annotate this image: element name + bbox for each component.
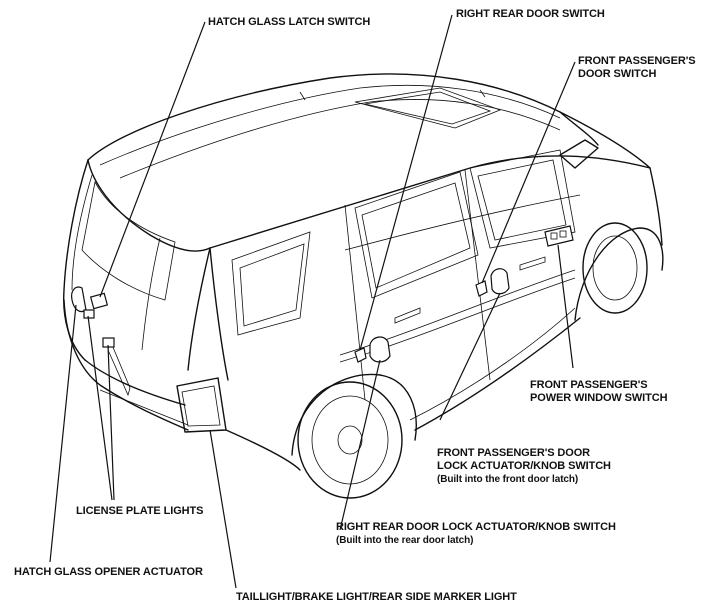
leader-front-passenger-door-switch	[481, 61, 576, 284]
label-front-door-lock-note: (Built into the front door latch)	[437, 474, 579, 485]
leader-right-rear-door-switch	[359, 14, 453, 351]
label-rear-door-lock-line1: RIGHT REAR DOOR LOCK ACTUATOR/KNOB SWITC…	[336, 521, 616, 533]
label-front-passenger-door-switch: FRONT PASSENGER'S DOOR SWITCH	[578, 55, 696, 81]
leader-license-plate-light-left	[87, 315, 113, 501]
label-front-door-lock-line2: LOCK ACTUATOR/KNOB SWITCH	[437, 460, 611, 472]
label-license-plate-lights: LICENSE PLATE LIGHTS	[76, 505, 204, 517]
front-passenger-power-window-switch-part	[544, 225, 574, 247]
leader-front-passenger-door-lock-actuator	[439, 292, 501, 421]
right-rear-door-switch-part	[354, 347, 367, 363]
label-front-passenger-door-switch-line2: DOOR SWITCH	[578, 68, 657, 80]
label-rear-door-lock-note: (Built into the rear door latch)	[336, 535, 474, 546]
hatch-glass-latch-switch-part	[89, 292, 109, 310]
label-front-passenger-door-switch-line1: FRONT PASSENGER'S	[578, 55, 696, 67]
label-power-window-line2: POWER WINDOW SWITCH	[530, 392, 668, 404]
leader-front-passenger-power-window-switch	[557, 244, 574, 369]
license-plate-light-part-left	[83, 309, 95, 319]
leader-hatch-glass-opener-actuator	[49, 304, 77, 563]
label-taillight-brake-light: TAILLIGHT/BRAKE LIGHT/REAR SIDE MARKER L…	[236, 591, 517, 603]
leader-hatch-glass-latch-switch	[99, 21, 206, 298]
label-hatch-glass-latch-switch: HATCH GLASS LATCH SWITCH	[208, 16, 371, 28]
vehicle-outline	[62, 73, 664, 499]
leader-license-plate-light-right	[107, 344, 115, 501]
leader-taillight	[209, 429, 237, 589]
label-hatch-glass-opener-actuator: HATCH GLASS OPENER ACTUATOR	[14, 566, 203, 578]
label-right-rear-door-switch: RIGHT REAR DOOR SWITCH	[456, 8, 605, 20]
label-power-window-line1: FRONT PASSENGER'S	[530, 379, 648, 391]
front-passenger-door-switch-part	[475, 280, 488, 297]
label-front-door-lock-line1: FRONT PASSENGER'S DOOR	[437, 447, 591, 459]
leader-right-rear-door-lock-actuator	[339, 359, 381, 531]
label-front-passenger-power-window-switch: FRONT PASSENGER'S POWER WINDOW SWITCH	[530, 379, 668, 405]
label-right-rear-door-lock-actuator: RIGHT REAR DOOR LOCK ACTUATOR/KNOB SWITC…	[336, 521, 616, 547]
label-front-passenger-door-lock-actuator: FRONT PASSENGER'S DOOR LOCK ACTUATOR/KNO…	[437, 447, 611, 486]
front-passenger-door-lock-actuator-part	[490, 268, 510, 295]
right-rear-door-lock-actuator-part	[369, 336, 391, 363]
hatch-glass-opener-actuator-part	[71, 286, 87, 313]
leader-lines	[49, 14, 576, 589]
